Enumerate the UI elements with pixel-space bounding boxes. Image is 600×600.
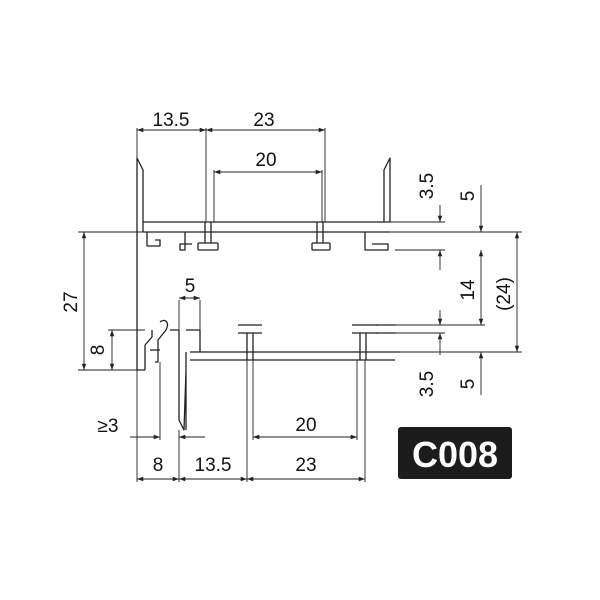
label-left-slot: 8: [88, 345, 109, 356]
label-right-lower-5: 5: [458, 379, 479, 390]
label-top-inner-span: 20: [255, 150, 276, 171]
label-bottom-right-width: 23: [295, 455, 316, 476]
label-bottom-inner-span: 20: [295, 415, 316, 436]
part-code-label: C008: [412, 434, 498, 475]
label-right-middle: 14: [458, 279, 479, 301]
badge-background: [398, 427, 512, 479]
profile-outline: [136, 157, 400, 431]
part-code-badge: C008: [398, 427, 512, 479]
label-right-upper-3-5: 3.5: [417, 173, 438, 199]
extension-lines: [78, 128, 522, 482]
label-inner-lip: 5: [185, 276, 196, 297]
label-top-mid-width: 23: [253, 110, 274, 131]
label-bottom-mid-width: 13.5: [195, 455, 232, 476]
label-right-overall: (24): [494, 277, 515, 311]
dimension-labels: 13.5 23 20 27 8 3.5 5 14 (24) 3.5 5 5 ≥3…: [61, 110, 515, 476]
label-right-upper-5: 5: [458, 191, 479, 202]
dimension-lines: [81, 127, 520, 482]
label-top-left-width: 13.5: [153, 110, 190, 131]
label-right-lower-3-5: 3.5: [417, 371, 438, 397]
label-left-height: 27: [61, 291, 82, 312]
label-min-gap: ≥3: [98, 416, 119, 437]
label-bottom-left-width: 8: [153, 455, 164, 476]
